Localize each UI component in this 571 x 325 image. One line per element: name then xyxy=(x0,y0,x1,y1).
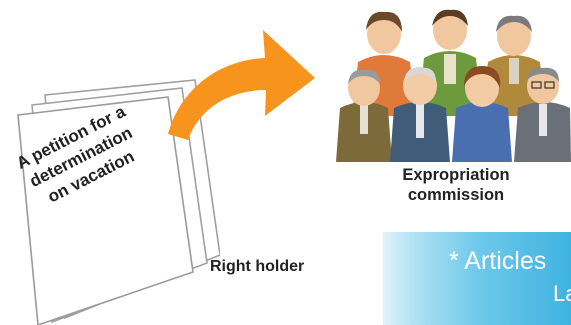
commission-label-line2: commission xyxy=(407,186,505,204)
commission-label-line1: Expropriation xyxy=(402,166,510,184)
articles-banner: * Articles La xyxy=(383,232,571,325)
curved-arrow-icon xyxy=(168,30,315,140)
right-holder-label: Right holder xyxy=(210,258,305,275)
member-front-4 xyxy=(514,67,571,162)
member-front-2 xyxy=(390,67,450,162)
member-back-right xyxy=(482,15,546,116)
member-back-center xyxy=(418,9,482,116)
member-front-3 xyxy=(452,66,512,162)
commission-label: Expropriation commission xyxy=(376,165,536,205)
member-front-1 xyxy=(336,69,392,162)
petition-document-stack: A petition for a determination on vacati… xyxy=(14,79,220,325)
articles-banner-line1: * Articles xyxy=(449,247,547,275)
articles-banner-line2: La xyxy=(553,281,571,306)
front-sheet xyxy=(17,96,194,325)
commission-members-illustration xyxy=(336,9,571,162)
